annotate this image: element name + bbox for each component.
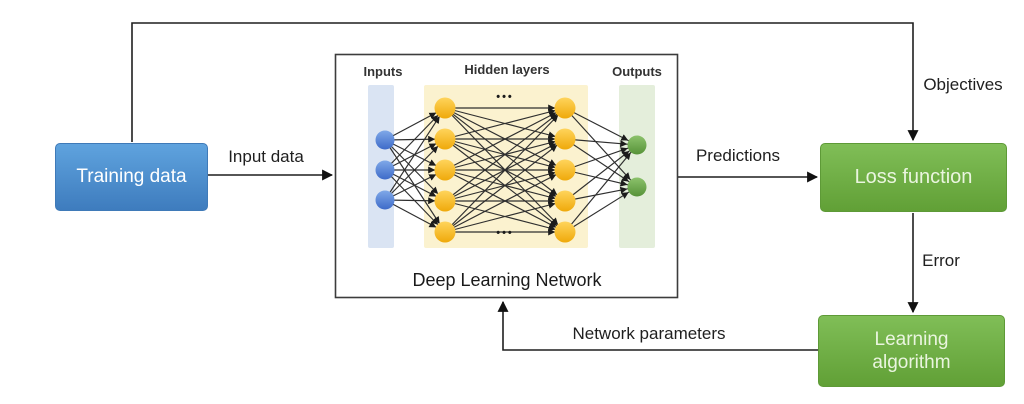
network-node-hidden-2 [554, 190, 576, 212]
objectives-label: Objectives [923, 75, 1003, 94]
network-edge [444, 169, 566, 233]
network-node-hidden-2 [554, 128, 576, 150]
objectives-connector [131, 22, 919, 142]
learning-algorithm-label-line2: algorithm [872, 352, 951, 373]
network-edges [384, 104, 638, 236]
predictions-label: Predictions [695, 146, 781, 165]
network-node-hidden-2 [554, 97, 576, 119]
network-node-hidden-2 [554, 221, 576, 243]
inputs-label: Inputs [363, 64, 403, 79]
network-edge [564, 186, 638, 202]
network-node-hidden-1 [434, 221, 456, 243]
network-node-input [375, 160, 395, 180]
network-edge [384, 169, 446, 201]
network-edge [564, 138, 638, 148]
network-edge [564, 144, 638, 171]
network-edge [564, 138, 638, 188]
deep-learning-network-caption: Deep Learning Network [412, 270, 602, 290]
learning-algorithm-box: Learning algorithm [818, 315, 1005, 387]
hidden-layers-label: Hidden layers [464, 62, 550, 77]
training-data-label: Training data [76, 166, 187, 188]
hidden-ellipsis-bottom: ••• [496, 227, 514, 239]
learning-algorithm-label-line1: Learning [874, 328, 949, 350]
network-edge [564, 169, 638, 188]
network-edge [444, 138, 566, 233]
network-edge [384, 199, 446, 233]
network-node-input [375, 190, 395, 210]
network-node-hidden-1 [434, 159, 456, 181]
loss-function-label: Loss function [854, 166, 973, 189]
outputs-label: Outputs [612, 64, 662, 79]
hidden-layers-band [424, 85, 588, 248]
network-parameters-label: Network parameters [572, 324, 726, 343]
network-edge [384, 138, 446, 201]
network-edge [384, 107, 446, 141]
network-edge [564, 107, 638, 146]
network-edge [444, 107, 566, 171]
network-edge [444, 107, 566, 202]
network-edge [564, 144, 638, 233]
network-edge [444, 107, 566, 233]
network-node-hidden-1 [434, 128, 456, 150]
network-node-hidden-1 [434, 190, 456, 212]
network-parameters-connector [497, 300, 818, 351]
network-node-hidden-2 [554, 159, 576, 181]
network-edge [444, 107, 566, 140]
outputs-band [619, 85, 655, 248]
network-edge [384, 107, 446, 201]
training-data-box: Training data [55, 143, 208, 211]
network-node-output [627, 177, 647, 197]
network-node-hidden-1 [434, 97, 456, 119]
hidden-ellipsis-top: ••• [496, 91, 514, 103]
loss-function-box: Loss function [820, 143, 1007, 212]
network-node-output [627, 135, 647, 155]
network-edge [444, 200, 566, 233]
network-node-input [375, 130, 395, 150]
network-edge [564, 107, 638, 188]
input-data-label: Input data [228, 147, 304, 166]
network-edge [564, 186, 638, 233]
network-nodes [375, 97, 647, 243]
error-label: Error [922, 251, 960, 270]
